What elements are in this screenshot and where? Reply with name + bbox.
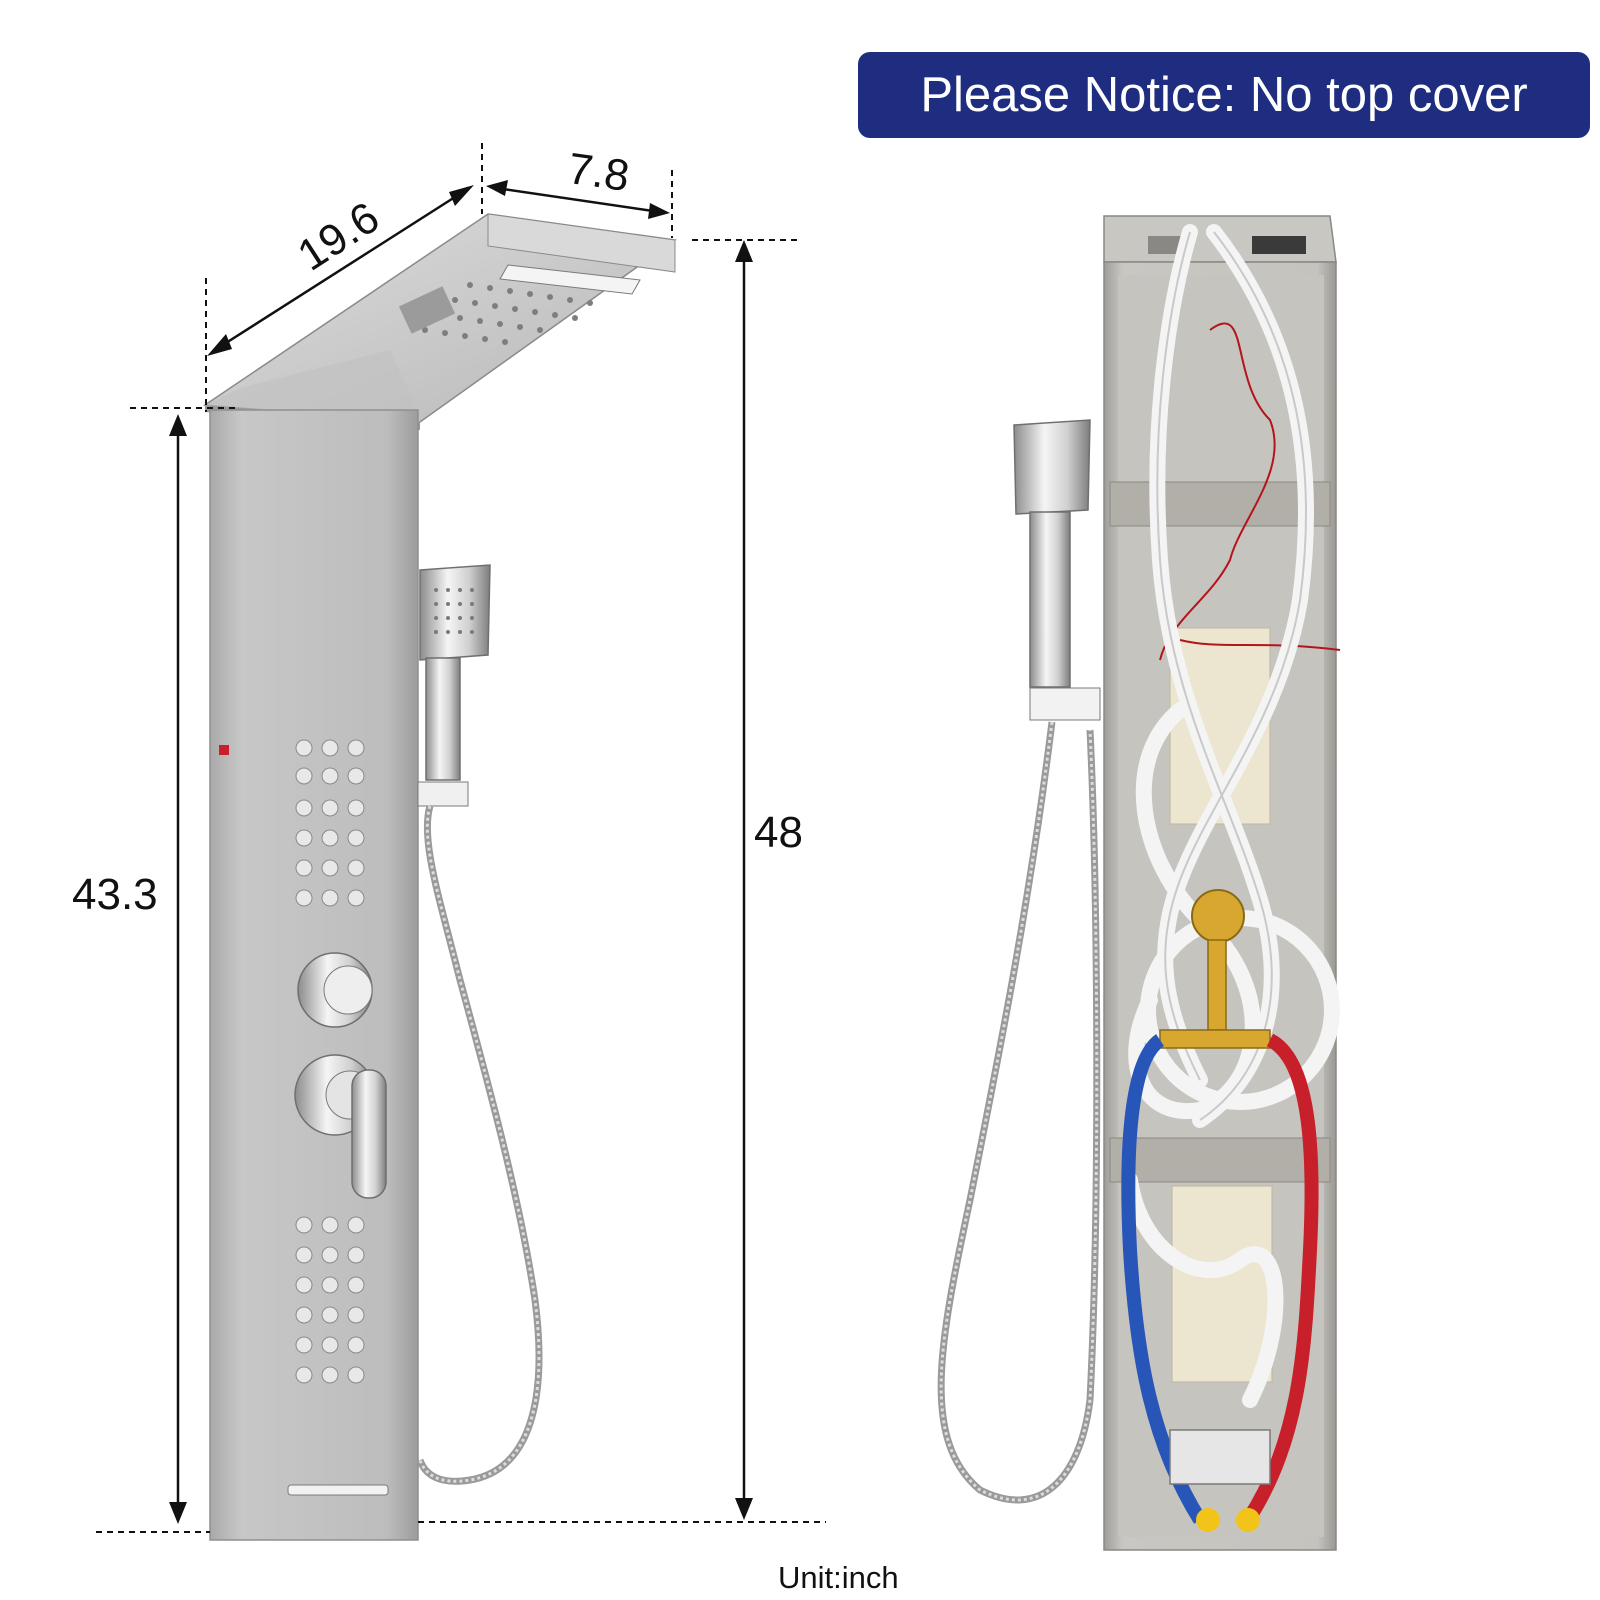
assembled-shower-panel: [202, 213, 677, 1541]
dimension-lines: [96, 143, 826, 1533]
unit-caption: Unit:inch: [778, 1560, 899, 1595]
notice-banner: Please Notice: No top cover: [858, 52, 1590, 138]
open-panel-interior: [937, 215, 1341, 1551]
depth-dimension-label: 7.8: [564, 143, 633, 202]
panel-height-dimension-label: 43.3: [72, 870, 158, 919]
notice-text: Please Notice: No top cover: [920, 68, 1528, 122]
total-height-dimension-label: 48: [754, 808, 803, 857]
